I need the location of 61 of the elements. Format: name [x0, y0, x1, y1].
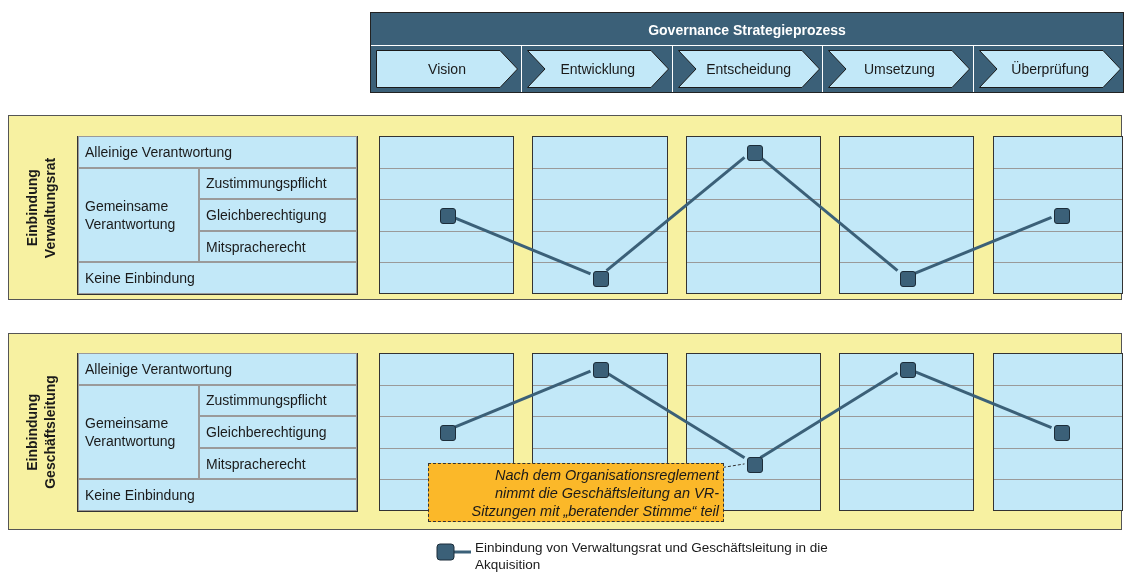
header-band: [370, 12, 1124, 93]
connector-line: [912, 215, 1053, 276]
phase-column: [686, 136, 821, 294]
level-label: Keine Einbindung: [85, 269, 195, 288]
level-cell: [78, 136, 357, 168]
level-cell: [199, 230, 357, 263]
level-cell: [78, 353, 357, 385]
level-label: Mitspracherecht: [206, 237, 306, 256]
panel-background: [8, 115, 1122, 300]
phase-label: Vision: [428, 59, 466, 79]
connector-line: [452, 369, 592, 430]
note-text: Nach dem Organisationsreglement nimmt die Geschäftsleitung an VR-Sitzungen mit „beratender Stimme“ teil: [470, 465, 719, 520]
connector-line: [759, 156, 899, 272]
level-cell: [199, 416, 357, 448]
level-label: Gleichberechtigung: [206, 423, 327, 441]
level-marker: [1053, 208, 1070, 224]
level-label: Alleinige Verantwortung: [85, 359, 233, 378]
phase-column: [839, 353, 974, 511]
header-title: Governance Strategieprozess: [647, 21, 847, 40]
level-label: Gemeinsame Verantwortung: [85, 197, 177, 233]
level-marker: [1053, 425, 1070, 441]
note-tooltip: [428, 463, 724, 522]
phase-label: Überprüfung: [1011, 59, 1090, 79]
panel-background: [8, 333, 1122, 530]
phase-label: Entwicklung: [560, 59, 636, 79]
phase-label: Umsetzung: [864, 59, 935, 79]
level-label: Gemeinsame Verantwortung: [85, 414, 177, 450]
level-marker: [899, 271, 916, 288]
level-cell: [199, 447, 357, 480]
phase-column: [379, 136, 514, 294]
leader-line: [722, 463, 745, 468]
phase-column: [839, 136, 974, 294]
level-cell: [199, 199, 357, 231]
phase-column: [532, 136, 668, 294]
panel-label: Einbindung Geschäftsleitung: [23, 374, 59, 489]
level-label: Mitspracherecht: [206, 454, 306, 473]
level-marker: [746, 456, 763, 473]
level-marker: [439, 208, 456, 224]
level-label: Zustimmungspflicht: [206, 174, 327, 193]
level-marker: [592, 271, 609, 288]
level-cell: [199, 384, 357, 417]
level-label: Zustimmungspflicht: [206, 391, 327, 410]
level-marker: [899, 361, 916, 378]
phase-column: [993, 136, 1123, 294]
connector-line: [759, 371, 899, 459]
panel-label: Einbindung Verwaltungsrat: [23, 157, 59, 258]
level-label: Keine Einbindung: [85, 486, 195, 505]
level-marker: [439, 425, 456, 441]
level-cell: [78, 167, 199, 263]
level-cell: [78, 479, 357, 511]
level-marker: [746, 144, 763, 161]
level-marker: [592, 361, 609, 378]
level-label: Alleinige Verantwortung: [85, 142, 233, 161]
level-label: Gleichberechtigung: [206, 206, 327, 224]
legend-text: Einbindung von Verwaltungsrat und Geschäftsleitung in die Akquisition: [475, 539, 829, 573]
phase-column: [993, 353, 1123, 511]
level-cell: [78, 384, 199, 480]
connector-line: [605, 156, 746, 272]
level-cell: [199, 167, 357, 200]
level-cell: [78, 262, 357, 294]
phase-label: Entscheidung: [706, 59, 791, 79]
